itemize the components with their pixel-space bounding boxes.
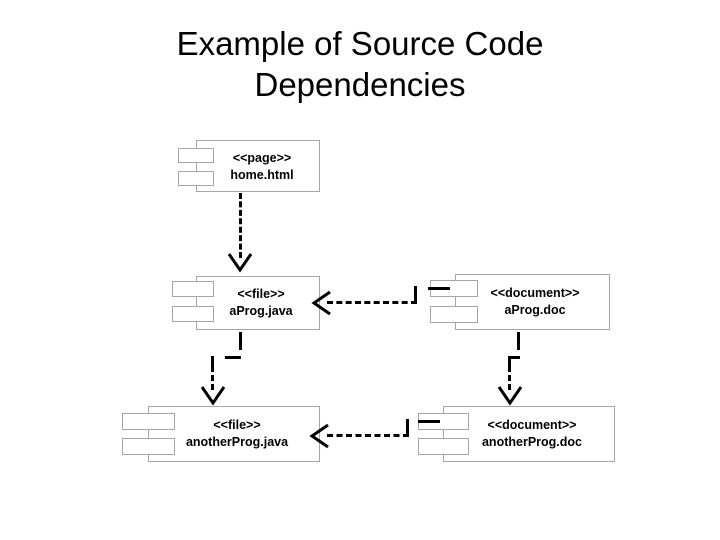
dependency-connector-elbow-top bbox=[508, 356, 520, 359]
component-name: aProg.doc bbox=[504, 302, 566, 317]
component-stereotype: <<page>> bbox=[232, 151, 292, 165]
dependency-connector-elbow-left bbox=[508, 356, 511, 368]
arrowhead-down-icon bbox=[497, 386, 523, 406]
component-label: <<file>> aProg.java bbox=[208, 286, 314, 320]
page-title: Example of Source Code Dependencies bbox=[60, 24, 660, 106]
dependency-line bbox=[327, 434, 409, 437]
component-tab-upper bbox=[178, 148, 214, 163]
dependency-connector-elbow-top bbox=[225, 356, 241, 359]
component-body bbox=[148, 406, 320, 462]
component-tab-upper bbox=[172, 281, 214, 297]
dependency-line bbox=[211, 366, 214, 390]
component-stereotype: <<file>> bbox=[213, 418, 261, 432]
component-label: <<document>> anotherProg.doc bbox=[455, 417, 609, 451]
component-body bbox=[443, 406, 615, 462]
component-stereotype: <<document>> bbox=[487, 418, 577, 432]
component-tab-lower bbox=[178, 171, 214, 186]
component-label: <<file>> anotherProg.java bbox=[160, 417, 314, 451]
component-tab-upper bbox=[122, 413, 175, 430]
dependency-line bbox=[508, 366, 511, 390]
component-name: anotherProg.java bbox=[185, 434, 289, 449]
dependency-line bbox=[327, 301, 417, 304]
dependency-line bbox=[239, 193, 242, 258]
arrowhead-down-icon bbox=[227, 253, 253, 273]
component-body bbox=[196, 276, 320, 330]
component-name: home.html bbox=[230, 167, 294, 182]
component-stereotype: <<document>> bbox=[490, 286, 580, 300]
component-label: <<document>> aProg.doc bbox=[466, 285, 604, 319]
page-title-line-2: Dependencies bbox=[254, 65, 466, 103]
component-tab-lower bbox=[172, 306, 214, 322]
component-stereotype: <<file>> bbox=[237, 287, 285, 301]
dependency-connector-elbow bbox=[414, 286, 417, 302]
component-name: aProg.java bbox=[229, 303, 293, 318]
component-body bbox=[196, 140, 320, 192]
component-name: anotherProg.doc bbox=[481, 434, 582, 449]
component-tab-lower bbox=[122, 438, 175, 455]
dependency-connector-stub bbox=[239, 332, 242, 350]
dependency-connector-stub bbox=[517, 332, 520, 350]
component-label: <<page>> home.html bbox=[210, 150, 314, 184]
arrowhead-left-icon bbox=[309, 423, 329, 449]
dependency-connector-elbow bbox=[406, 419, 409, 435]
page-title-line-1: Example of Source Code bbox=[176, 25, 544, 62]
arrowhead-left-icon bbox=[311, 290, 331, 316]
dependency-connector-stub bbox=[428, 287, 450, 290]
component-tab-lower bbox=[430, 306, 478, 323]
component-tab-lower bbox=[418, 438, 469, 455]
dependency-connector-elbow-left bbox=[211, 356, 214, 368]
dependency-connector-stub bbox=[418, 420, 440, 423]
arrowhead-down-icon bbox=[200, 386, 226, 406]
component-body bbox=[455, 274, 610, 330]
